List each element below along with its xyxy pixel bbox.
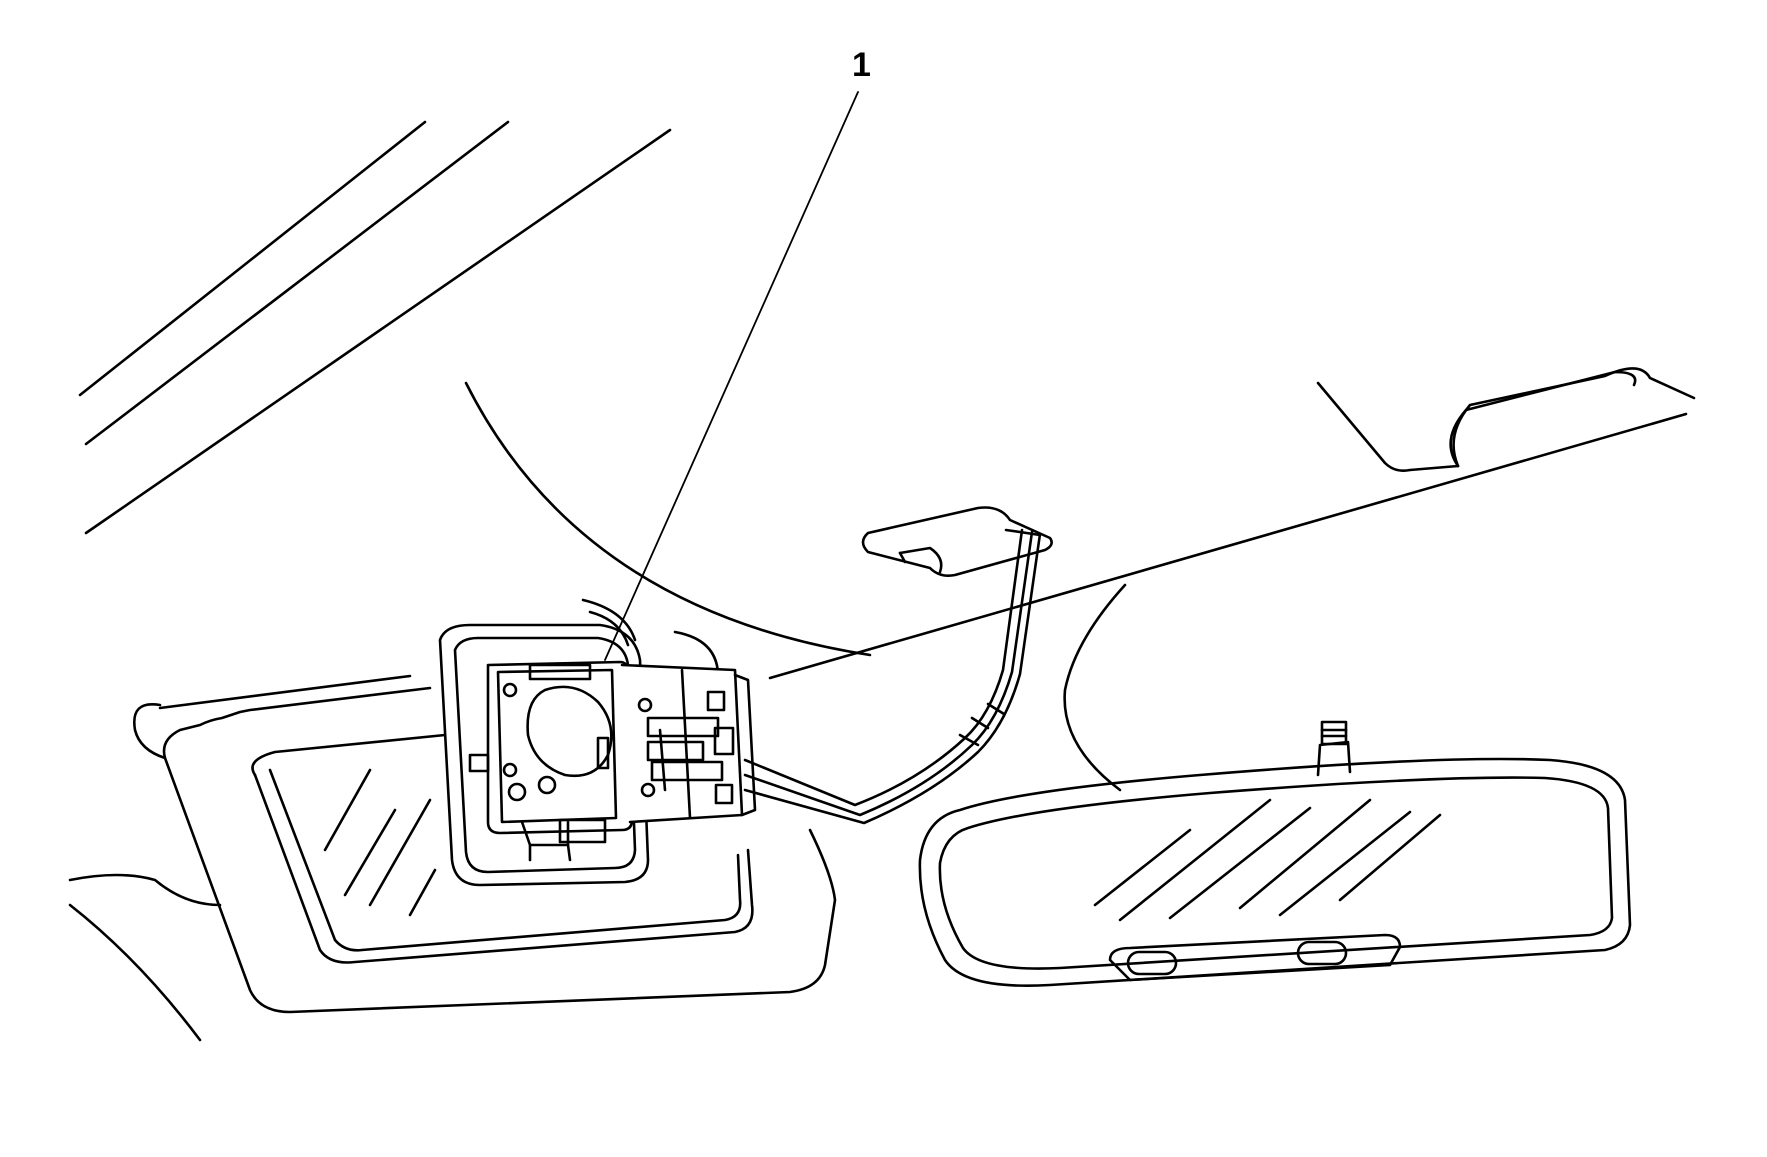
upper-right-trim <box>1316 367 1696 472</box>
wire-harness <box>743 528 1042 825</box>
overhead-console <box>861 506 1053 577</box>
rear-view-mirror <box>918 720 1632 987</box>
module-bezel <box>438 598 720 887</box>
sun-visor <box>132 686 837 1014</box>
windshield-edge-arc <box>464 381 872 657</box>
callout-1-leader <box>604 91 859 661</box>
windshield-lines <box>78 120 672 535</box>
a-pillar-trim <box>68 873 222 1042</box>
sensor-module <box>468 660 757 862</box>
mirror-wire <box>1063 583 1127 792</box>
callout-1-label: 1 <box>852 46 871 84</box>
headliner-edge <box>158 412 1688 710</box>
